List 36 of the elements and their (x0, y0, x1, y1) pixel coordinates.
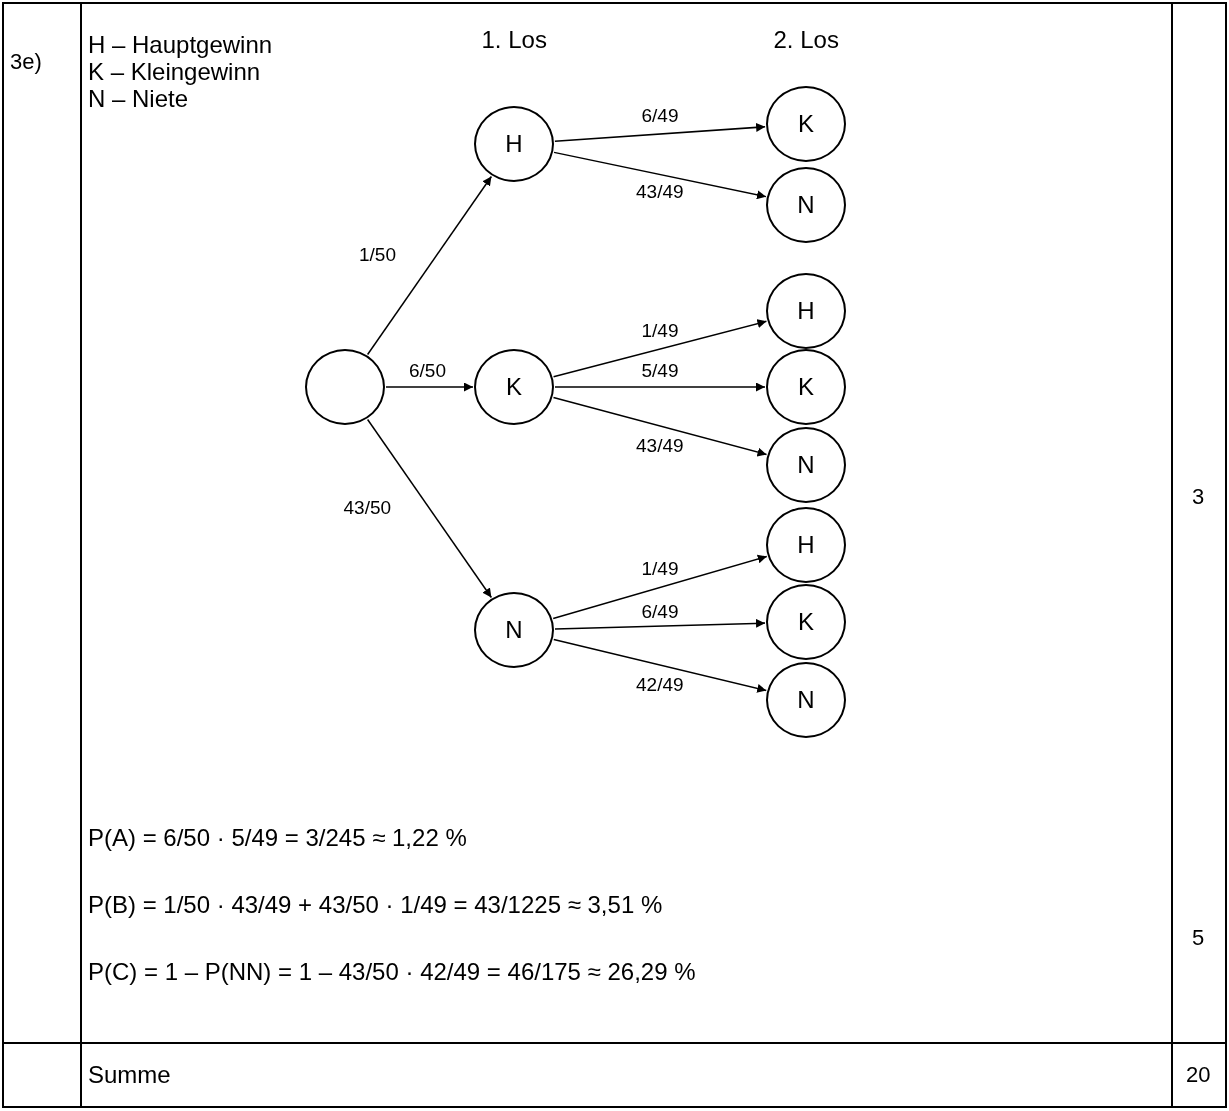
arrow (385, 382, 474, 392)
legend-text: H – Hauptgewinn (88, 32, 273, 59)
outcome-circle: H (474, 106, 554, 182)
arrow (553, 638, 767, 693)
outcome-circle: H (766, 273, 846, 349)
level-heading: 1. Los (481, 27, 547, 54)
points-value: 20 (1186, 1063, 1211, 1088)
arrow (366, 418, 493, 599)
outcome-circle: H (766, 507, 846, 583)
arrow (554, 122, 766, 142)
formula-text: P(C) = 1 – P(NN) = 1 – 43/50 · 42/49 = 46/175 ≈ 26,29 % (88, 959, 696, 986)
outcome-circle: K (766, 86, 846, 162)
level-heading: 2. Los (773, 27, 839, 54)
arrow (554, 618, 766, 630)
outcome-circle: N (766, 167, 846, 243)
outcome-circle: N (766, 427, 846, 503)
points-value: 3 (1192, 485, 1205, 510)
outcome-circle: K (766, 349, 846, 425)
arrow (366, 175, 493, 356)
outcome-circle: N (766, 662, 846, 738)
outcome-circle: N (474, 592, 554, 668)
formula-text: P(B) = 1/50 · 43/49 + 43/50 · 1/49 = 43/1225 ≈ 3,51 % (88, 892, 663, 919)
arrow (552, 554, 768, 620)
formula-text: P(A) = 6/50 · 5/49 = 3/245 ≈ 1,22 % (88, 825, 467, 852)
points-value: 5 (1192, 926, 1205, 951)
item-number: 3e) (10, 50, 42, 75)
outcome-circle: K (474, 349, 554, 425)
arrow (552, 396, 768, 457)
arrow (554, 382, 766, 392)
legend-text: K – Kleingewinn (88, 59, 261, 86)
outcome-circle: K (766, 584, 846, 660)
empty-circle (305, 349, 385, 425)
arrow (553, 151, 767, 200)
legend-text: N – Niete (88, 86, 189, 113)
sum-label: Summe (88, 1062, 171, 1089)
arrow (552, 319, 768, 378)
